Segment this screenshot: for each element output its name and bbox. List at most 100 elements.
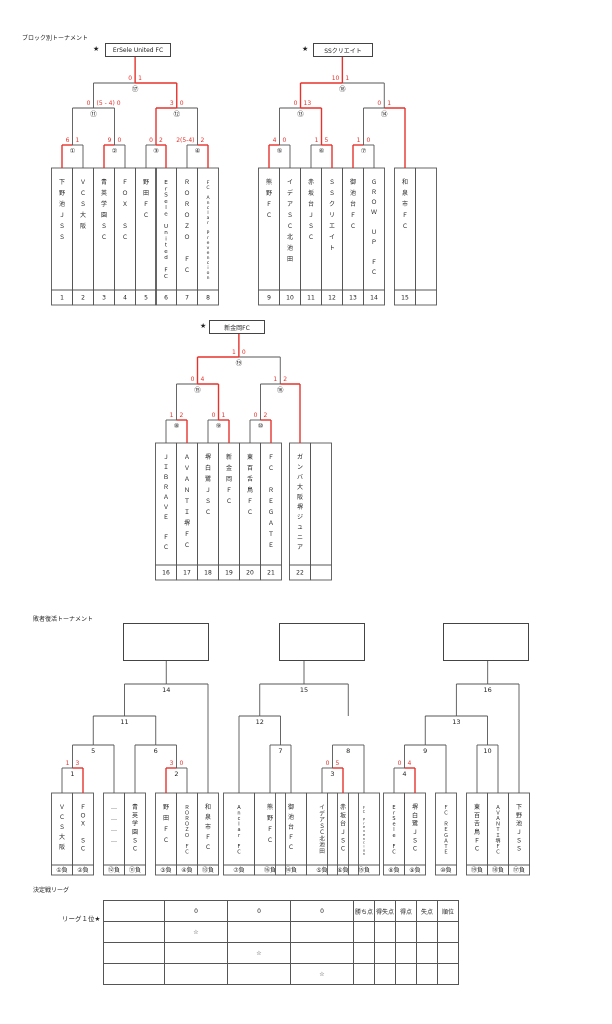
repechage-1-match-label: 14 xyxy=(162,686,170,694)
svg-text:Ｃ: Ｃ xyxy=(206,185,211,191)
svg-text:野: 野 xyxy=(267,814,273,822)
block-a-team-cell xyxy=(135,167,157,291)
repechage-2-team-number: ⑮負 xyxy=(358,866,370,874)
svg-text:Ｆ: Ｆ xyxy=(402,212,408,219)
svg-text:青: 青 xyxy=(132,803,138,811)
svg-text:e: e xyxy=(164,211,168,217)
league-cell xyxy=(416,942,438,964)
svg-text:a: a xyxy=(207,216,210,221)
svg-text:Ｆ: Ｆ xyxy=(205,834,211,841)
league-cell xyxy=(374,963,396,985)
svg-text:C: C xyxy=(392,849,396,855)
block-a-team-number: 8 xyxy=(206,295,210,302)
svg-text:Ｆ: Ｆ xyxy=(371,259,377,266)
repechage-1-match-label: 2 xyxy=(174,770,178,778)
repechage-1-number-cell xyxy=(124,864,146,876)
block-a-match-label: ④ xyxy=(195,147,201,155)
svg-text:Ｆ: Ｆ xyxy=(362,806,365,810)
repechage-2-match-label: 7 xyxy=(278,747,282,755)
block-b-score: 13 xyxy=(304,100,312,107)
repechage-1-team-name: ＦＯＸ ＳＣ xyxy=(80,804,86,853)
svg-text:Ｆ: Ｆ xyxy=(184,531,190,538)
svg-text:Ｓ: Ｓ xyxy=(80,201,86,208)
svg-text:ニ: ニ xyxy=(297,534,303,541)
svg-text:Ｃ: Ｃ xyxy=(371,269,377,276)
league-cell xyxy=(353,963,375,985)
league-cell xyxy=(103,921,165,943)
svg-text:野: 野 xyxy=(266,189,272,197)
block-b-score: 1 xyxy=(357,137,361,144)
block-a-match-label: ① xyxy=(70,147,76,155)
svg-text:ト: ト xyxy=(329,245,335,252)
svg-text:Ｒ: Ｒ xyxy=(163,484,169,491)
svg-text:Ｃ: Ｃ xyxy=(266,212,272,219)
svg-text:n: n xyxy=(363,852,365,856)
block-b-team-number: 14 xyxy=(370,295,378,302)
svg-text:Ｆ: Ｆ xyxy=(288,834,294,841)
svg-text:東: 東 xyxy=(474,803,480,811)
svg-text:Ｆ: Ｆ xyxy=(206,180,211,186)
svg-text:ジ: ジ xyxy=(297,514,303,521)
svg-text:Ｃ: Ｃ xyxy=(402,223,408,230)
repechage-1-match-label: 1 xyxy=(70,770,74,778)
block-c-match-label: ⑩ xyxy=(258,422,264,430)
repechage-2-match-label: 3 xyxy=(330,770,334,778)
svg-text:Ｆ: Ｆ xyxy=(266,201,272,208)
svg-text:イ: イ xyxy=(319,805,325,811)
svg-text:園: 園 xyxy=(101,212,107,219)
svg-text:Ｖ: Ｖ xyxy=(80,179,86,186)
repechage-1-score: 0 xyxy=(180,760,184,767)
block-a-team-name: ErSele United FC xyxy=(164,180,168,280)
svg-text:Ｔ: Ｔ xyxy=(495,827,500,833)
block-a-team-number: 3 xyxy=(102,295,106,302)
block-a-team-number: 2 xyxy=(81,295,85,302)
svg-text:n: n xyxy=(207,276,210,281)
svg-text:野: 野 xyxy=(143,178,149,186)
repechage-2-team-number: ⑤負 xyxy=(316,866,327,874)
svg-text:o: o xyxy=(207,271,210,276)
block-c-score: 4 xyxy=(201,376,205,383)
block-b-team-number: 13 xyxy=(349,295,357,302)
svg-text:Ｏ: Ｏ xyxy=(184,212,190,219)
svg-text:…: … xyxy=(111,837,117,844)
block-b-match-label: ⑥ xyxy=(319,147,325,155)
block-c-team-number: 20 xyxy=(246,570,254,577)
svg-text:Ｏ: Ｏ xyxy=(371,199,377,206)
svg-text:F: F xyxy=(164,268,167,274)
svg-text:Ｊ: Ｊ xyxy=(340,829,346,836)
league-cell xyxy=(103,900,165,922)
svg-text:田: 田 xyxy=(163,815,169,822)
svg-text:…: … xyxy=(111,804,117,811)
svg-text:Ｃ: Ｃ xyxy=(308,234,314,241)
league-cell xyxy=(395,963,417,985)
svg-text:下: 下 xyxy=(59,179,65,186)
repechage-1-team-name: ………… xyxy=(111,804,117,844)
block-a-score: (5 - 4) 0 xyxy=(97,100,121,107)
svg-text:Ｅ: Ｅ xyxy=(163,514,169,521)
svg-text:池: 池 xyxy=(288,813,294,821)
repechage-1-match-label: 5 xyxy=(91,747,95,755)
block-c-team-number: 22 xyxy=(296,570,304,577)
winner-box-a: ErSele United FC xyxy=(105,43,171,57)
league-stat-header: 得失点 xyxy=(374,900,396,922)
svg-text:英: 英 xyxy=(101,189,107,197)
svg-text:堺: 堺 xyxy=(184,519,190,527)
svg-text:Ｖ: Ｖ xyxy=(163,504,169,511)
block-c-score: 2 xyxy=(283,376,287,383)
repechage-3-number-cell xyxy=(404,864,426,876)
block-a-match-label: ③ xyxy=(153,147,159,155)
svg-text:Ｆ: Ｆ xyxy=(226,487,232,494)
svg-text:Ｃ: Ｃ xyxy=(412,846,418,853)
svg-text:野: 野 xyxy=(59,189,65,197)
svg-text:Ｓ: Ｓ xyxy=(59,824,65,831)
svg-text:ア: ア xyxy=(319,817,325,824)
svg-text:Ｓ: Ｓ xyxy=(516,837,522,844)
league-cell xyxy=(103,963,165,985)
repechage-2-team-number: ⑦負 xyxy=(233,866,244,874)
